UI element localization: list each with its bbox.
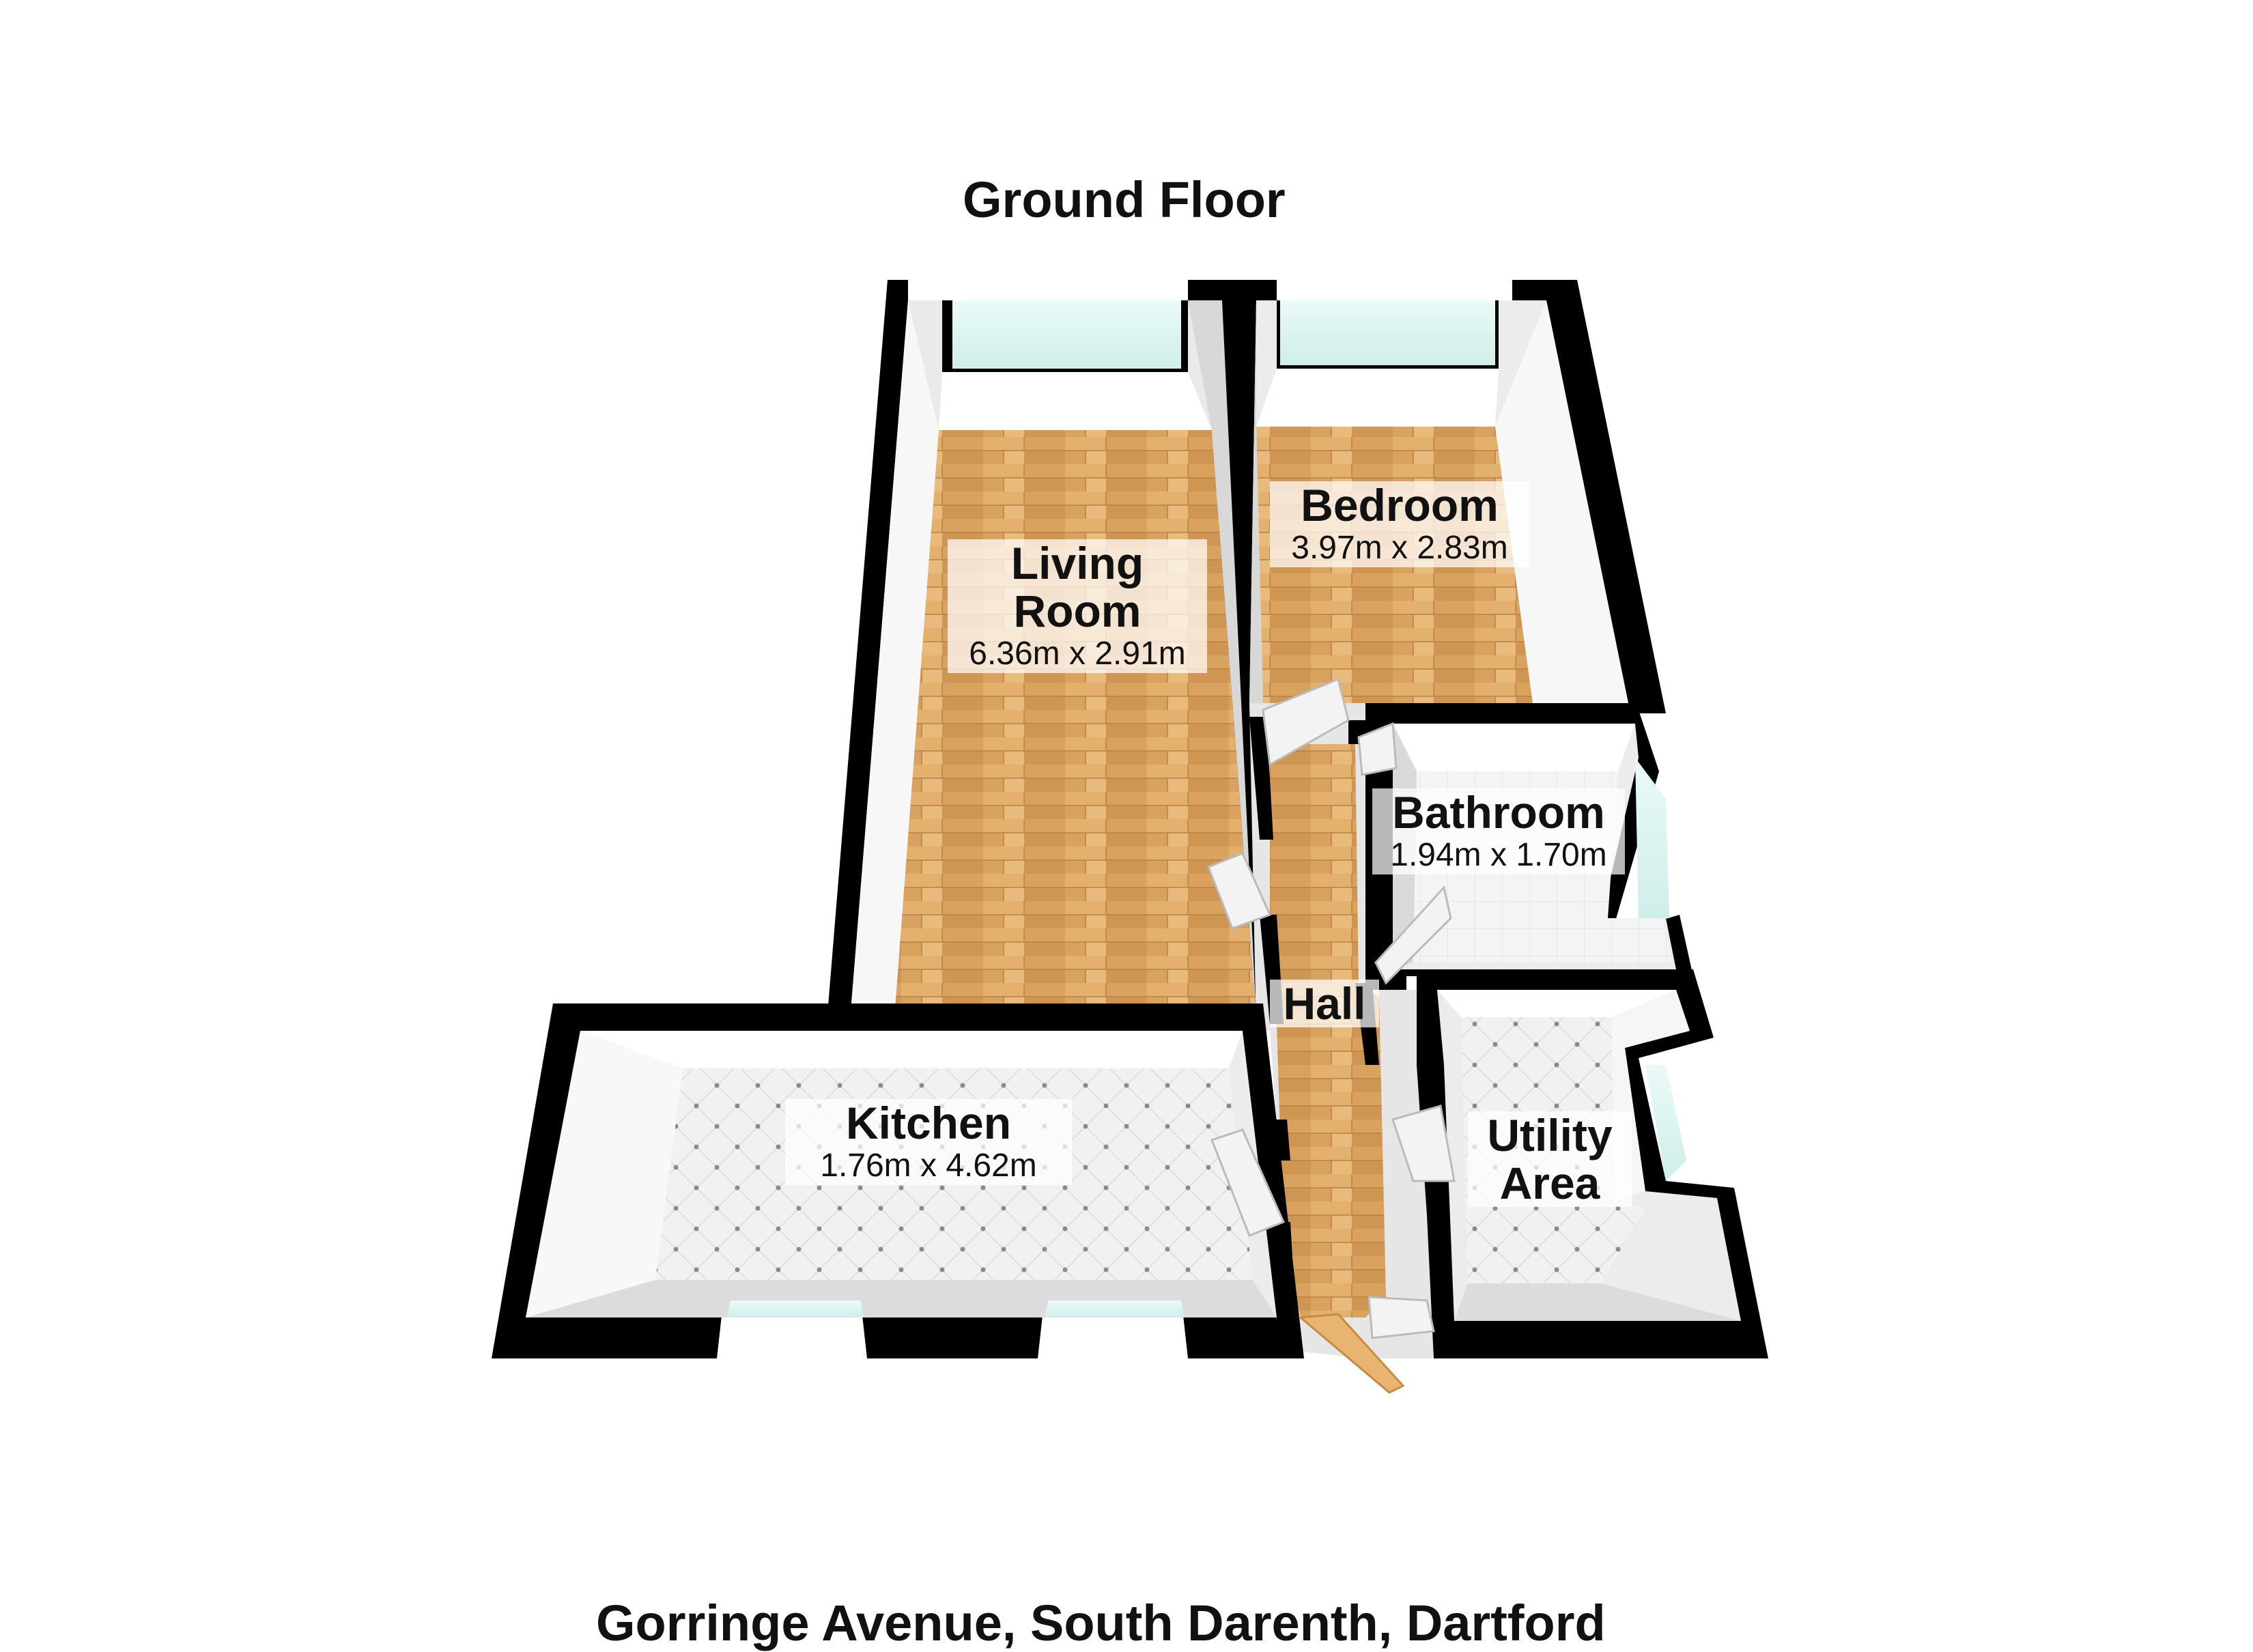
- floor-title: Ground Floor: [963, 171, 1286, 228]
- bathroom-window: [1635, 758, 1669, 918]
- doors: [1207, 677, 1456, 1394]
- bathroom-label: Bathroom 1.94m x 1.70m: [1372, 788, 1625, 874]
- door-kitchen: [1210, 1128, 1286, 1237]
- door-utility: [1391, 1105, 1456, 1182]
- door-front: [1298, 1313, 1405, 1394]
- bedroom-label: Bedroom 3.97m x 2.83m: [1270, 481, 1529, 567]
- living-room-dimensions: 6.36m x 2.91m: [948, 635, 1207, 673]
- property-address: Gorringe Avenue, South Darenth, Dartford: [596, 1595, 1606, 1651]
- door-bedroom: [1262, 677, 1350, 767]
- utility-area-name-line-1: Utility: [1468, 1111, 1632, 1159]
- utility-window: [1645, 1065, 1686, 1181]
- kitchen-name: Kitchen: [785, 1099, 1072, 1147]
- living-room-name-line-2: Room: [948, 587, 1207, 635]
- living-room-label: Living Room 6.36m x 2.91m: [948, 539, 1207, 673]
- door-bathroom: [1357, 722, 1398, 776]
- kitchen-dimensions: 1.76m x 4.62m: [785, 1147, 1072, 1185]
- living-room-name-line-1: Living: [948, 539, 1207, 587]
- hall-floor: [1270, 744, 1386, 1318]
- bathroom-name: Bathroom: [1372, 788, 1625, 836]
- utility-area-label: Utility Area: [1468, 1111, 1632, 1207]
- door-living-room: [1207, 852, 1272, 930]
- bedroom-window: [1280, 300, 1495, 365]
- hall-name: Hall: [1270, 980, 1379, 1027]
- living-room-floor: [894, 430, 1256, 1017]
- kitchen-window-right: [1045, 1300, 1185, 1318]
- kitchen-window-left: [727, 1300, 864, 1318]
- living-room-window: [952, 300, 1181, 369]
- bedroom-name: Bedroom: [1270, 481, 1529, 529]
- bedroom-dimensions: 3.97m x 2.83m: [1270, 529, 1529, 567]
- door-bathroom-hall: [1374, 885, 1452, 985]
- kitchen-label: Kitchen 1.76m x 4.62m: [785, 1099, 1072, 1185]
- hall-label: Hall: [1270, 980, 1379, 1027]
- utility-area-name-line-2: Area: [1468, 1159, 1632, 1207]
- bathroom-dimensions: 1.94m x 1.70m: [1372, 836, 1625, 874]
